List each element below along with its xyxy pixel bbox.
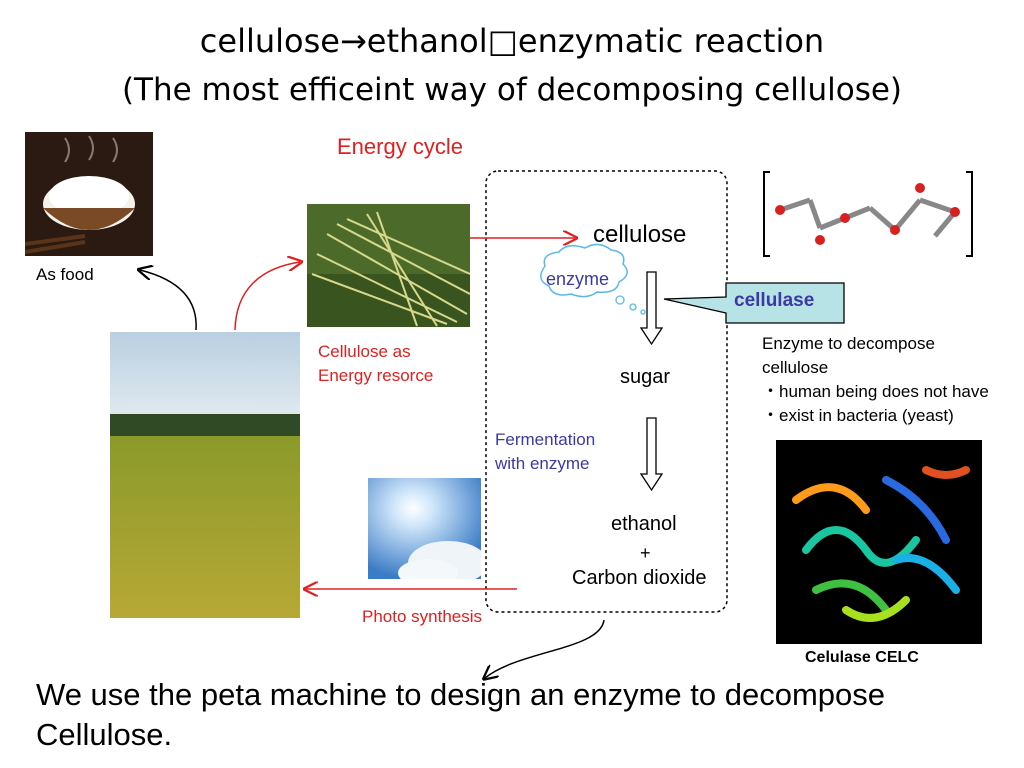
cellulase-label: cellulase	[734, 290, 815, 311]
rice-straw-image	[307, 204, 470, 327]
sugar-label: sugar	[620, 366, 671, 388]
cellulose-energy-label-1: Cellulose as	[318, 342, 411, 361]
rice-field-image	[110, 332, 300, 618]
rice-bowl-image	[25, 132, 153, 256]
enzyme-desc-3: ・human being does not have	[762, 382, 989, 401]
photo-synthesis-label: Photo synthesis	[362, 607, 483, 626]
protein-structure-image	[776, 440, 982, 644]
plus-label: +	[640, 543, 651, 563]
fermentation-label-2: with enzyme	[495, 454, 590, 473]
process-box	[485, 170, 728, 613]
down-arrow-1	[639, 271, 664, 346]
fermentation-label-1: Fermentation	[495, 430, 596, 449]
title-line-2: (The most efficeint way of decomposing c…	[121, 72, 903, 108]
energy-cycle-label: Energy cycle	[337, 134, 463, 159]
cellulase-callout	[663, 282, 845, 324]
arrow-to-footer	[485, 619, 605, 678]
celulase-celc-caption: Celulase CELC	[805, 649, 919, 666]
carbon-dioxide-label: Carbon dioxide	[572, 567, 707, 589]
arrow-to-straw	[234, 262, 300, 331]
cellulose-molecule-image	[763, 171, 973, 257]
enzyme-desc-1: Enzyme to decompose	[762, 334, 935, 353]
cellulose-energy-label-2: Energy resorce	[318, 366, 434, 385]
down-arrow-2	[639, 417, 664, 492]
footer-line-2: Cellulose.	[36, 717, 173, 752]
enzyme-cloud	[540, 243, 628, 298]
cellulose-label: cellulose	[593, 221, 687, 248]
as-food-label: As food	[36, 265, 94, 284]
enzyme-desc-2: cellulose	[762, 358, 829, 377]
sun-sky-image	[368, 478, 481, 579]
title-line-1: cellulose→ethanol□enzymatic reaction	[199, 22, 825, 60]
arrow-to-food	[140, 270, 197, 331]
enzyme-desc-4: ・exist in bacteria (yeast)	[762, 406, 954, 425]
footer-line-1: We use the peta machine to design an enz…	[36, 677, 886, 712]
enzyme-label: enzyme	[546, 269, 610, 289]
ethanol-label: ethanol	[611, 513, 677, 535]
